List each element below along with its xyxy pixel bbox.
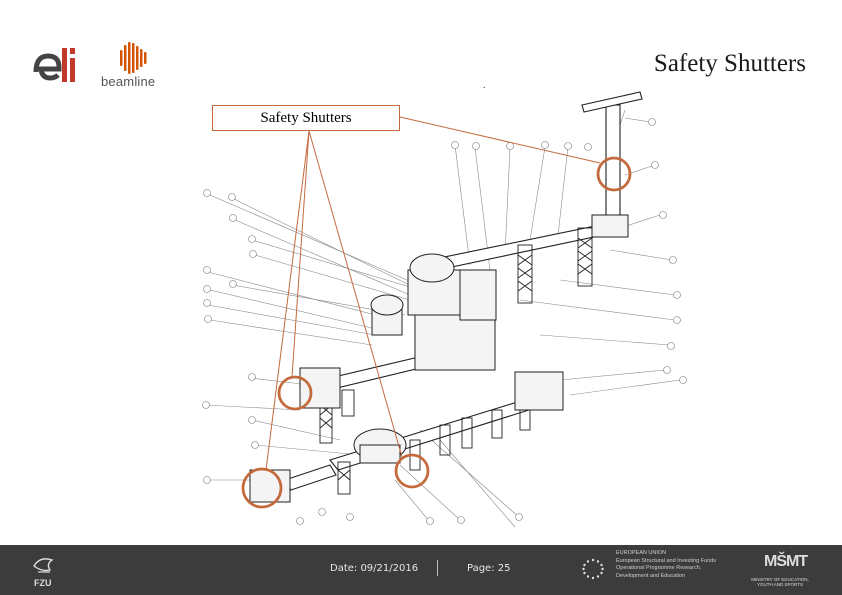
- eu-text-line: European Structural and Investing Funds: [616, 557, 716, 564]
- eu-funding-text: EUROPEAN UNION European Structural and I…: [616, 550, 726, 580]
- eu-flag-icon: [582, 558, 604, 580]
- footer-date: Date: 09/21/2016: [330, 563, 419, 574]
- ministry-logo-text: MINISTRY OF EDUCATION, YOUTH AND SPORTS: [751, 577, 809, 587]
- callout-lines: [265, 116, 601, 471]
- eu-text-line: Operational Programme Research,: [616, 565, 702, 571]
- footer-separator: [437, 560, 438, 576]
- part-number-markers: [202, 118, 687, 525]
- eli-logo-icon: [33, 48, 75, 82]
- eu-text-line: EUROPEAN UNION: [616, 550, 667, 556]
- fzu-logo: FZU: [30, 552, 58, 590]
- footer-page-number: Page: 25: [467, 563, 511, 574]
- ministry-logo-mark: MŠMT: [764, 553, 808, 570]
- beamline-technical-drawing: [202, 91, 687, 528]
- fzu-emblem-icon: [33, 558, 54, 573]
- ministry-logo: MŠMT MINISTRY OF EDUCATION, YOUTH AND SP…: [748, 553, 812, 589]
- safety-shutters-callout: Safety Shutters: [212, 105, 400, 131]
- fzu-logo-text: FZU: [34, 578, 52, 588]
- stray-dot: .: [483, 80, 486, 91]
- page-title: Safety Shutters: [653, 50, 806, 77]
- shutter-highlights: [241, 156, 632, 509]
- leader-lines: [204, 109, 681, 528]
- footer-bar: FZU Date: 09/21/2016 | Page: 25 EUROPEAN…: [0, 545, 842, 595]
- beamline-logo-icon: [120, 42, 147, 74]
- eu-text-line: Development and Education: [616, 572, 686, 579]
- chambers: [249, 214, 629, 503]
- support-stands: [319, 227, 593, 495]
- beamline-logo-text: beamline: [101, 74, 156, 89]
